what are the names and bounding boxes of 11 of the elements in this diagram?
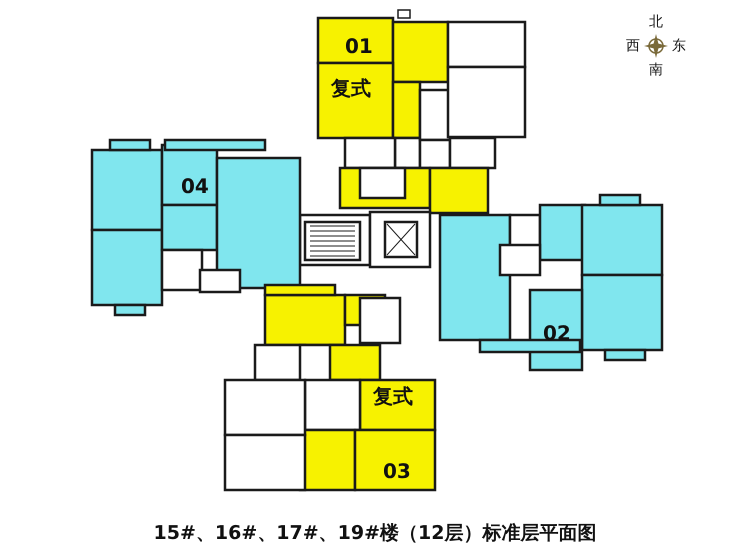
unit-type-label: 复式 xyxy=(331,78,371,98)
unit-number: 03 xyxy=(383,461,411,481)
unit-number: 04 xyxy=(181,176,209,196)
unit-number: 01 xyxy=(345,36,373,56)
compass-letter: 西 xyxy=(626,39,640,53)
caption: 15#、16#、17#、19#楼（12层）标准层平面图 xyxy=(152,524,598,543)
unit-type-label: 复式 xyxy=(373,386,413,406)
compass-letter: 南 xyxy=(649,63,663,77)
compass-letter: 北 xyxy=(649,15,663,29)
compass-letter: 东 xyxy=(672,39,686,53)
unit-number: 02 xyxy=(543,323,571,343)
